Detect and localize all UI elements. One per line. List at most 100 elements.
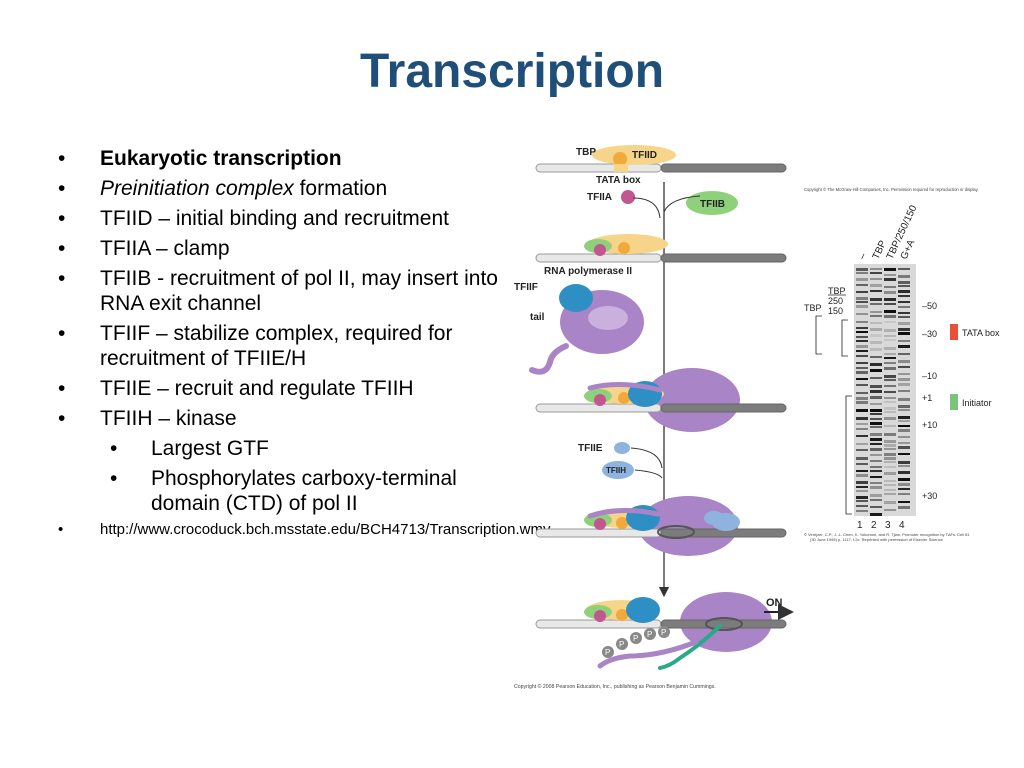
bullet-icon: • — [58, 177, 66, 200]
bullet-text: TFIIH – kinase — [100, 407, 237, 430]
gel-band — [870, 390, 882, 393]
gel-band — [884, 375, 896, 378]
gel-band — [856, 457, 868, 460]
gel-band — [856, 500, 868, 502]
slide-title: Transcription — [359, 45, 665, 98]
pol-ii-shape — [644, 368, 740, 432]
bullet-item: •http://www.crocoduck.bch.msstate.edu/BC… — [58, 521, 550, 538]
gel-band — [870, 448, 882, 451]
bullet-icon: • — [58, 322, 66, 345]
phosphate-icon — [616, 638, 628, 650]
gel-band — [898, 420, 910, 422]
gel-band — [898, 268, 910, 270]
gel-band — [870, 284, 882, 287]
ctd-tail — [587, 507, 661, 519]
bullet-item: •TFIIB - recruitment of pol II, may inse… — [58, 266, 510, 316]
marker-label: +1 — [922, 393, 932, 403]
gel-band — [856, 327, 868, 329]
phosphate-label: P — [647, 630, 652, 639]
gel-band — [884, 407, 896, 410]
gel-band — [870, 413, 882, 415]
gel-band — [856, 367, 868, 369]
gel-band — [898, 345, 910, 348]
gel-band — [870, 506, 882, 508]
gel-band — [856, 505, 868, 507]
gel-band — [856, 350, 868, 352]
phosphate-icon — [644, 628, 656, 640]
gel-band — [898, 506, 910, 509]
gel-band — [898, 366, 910, 368]
legend-tbp-stack: TBP — [828, 286, 846, 296]
video-link[interactable]: http://www.crocoduck.bch.msstate.edu/BCH… — [100, 521, 551, 538]
gel-band — [870, 268, 882, 270]
tbp-label: TBP — [576, 147, 596, 158]
gel-band — [884, 480, 896, 482]
gel-band — [884, 339, 896, 341]
gel-band — [856, 301, 868, 303]
dna-bubble — [657, 525, 695, 539]
stage-4: TFIIE TFIIH — [578, 442, 663, 479]
gel-band — [884, 444, 896, 447]
gel-band — [856, 378, 868, 380]
gel-band — [898, 378, 910, 381]
merge-arrow — [632, 195, 701, 219]
gel-band — [884, 362, 896, 364]
gel-band — [870, 482, 882, 484]
gel-band — [870, 438, 882, 441]
stage-1: TBP TFIID TATA box TFIIA TFIIB — [535, 145, 787, 219]
ctd-tail — [529, 343, 569, 375]
gel-band — [898, 285, 910, 287]
tbp-shape — [618, 392, 630, 404]
gel-band — [884, 509, 896, 511]
dna-strand — [660, 253, 787, 263]
gel-band — [856, 490, 868, 492]
gel-band — [856, 474, 868, 477]
marker-label: –30 — [922, 329, 937, 339]
gel-band — [884, 417, 896, 420]
gel-band — [898, 405, 910, 408]
gel-band — [870, 348, 882, 351]
gel-band — [884, 291, 896, 294]
bullet-icon: • — [58, 407, 66, 430]
tfiih-shape — [602, 461, 634, 479]
on-label: ON — [766, 597, 783, 609]
lane-number: 2 — [871, 520, 877, 531]
bullet-text: TFIIA – clamp — [100, 237, 230, 260]
gel-band — [898, 488, 910, 490]
gel-band — [856, 291, 868, 293]
gel-band — [856, 397, 868, 400]
tfiie-label: TFIIE — [578, 443, 603, 454]
gel-band — [884, 357, 896, 359]
gel-band — [898, 295, 910, 297]
bullet-text: Eukaryotic transcription — [100, 147, 342, 170]
gel-band — [884, 315, 896, 318]
gel-band — [870, 311, 882, 313]
bullet-icon: • — [58, 267, 66, 290]
gel-band — [898, 328, 910, 331]
gel-band — [856, 409, 868, 412]
gel-band — [870, 494, 882, 497]
stage-2: RNA polymerase II TFIIF tail — [514, 234, 787, 375]
bullet-item: •TFIID – initial binding and recruitment — [58, 206, 510, 231]
gel-band — [856, 486, 868, 488]
gel-band — [898, 461, 910, 464]
gel-band — [884, 329, 896, 332]
gel-band — [870, 418, 882, 420]
gel-band — [898, 301, 910, 303]
gel-band — [870, 426, 882, 428]
marker-label: –50 — [922, 301, 937, 311]
tfiia-shape — [594, 244, 606, 256]
gel-band — [870, 363, 882, 366]
bullet-item: • TFIIH – kinase — [58, 406, 510, 431]
gel-band — [884, 461, 896, 463]
gel-band — [856, 345, 868, 348]
phosphate-icon — [602, 646, 614, 658]
pic-assembly-diagram: TBP TFIID TATA box TFIIA TFIIB RNA polym… — [514, 145, 794, 690]
gel-band — [870, 486, 882, 489]
gel-band — [898, 360, 910, 363]
lane-header: – — [857, 251, 870, 261]
bullet-italic-text: Preinitiation complex — [100, 177, 294, 200]
gel-band — [870, 466, 882, 468]
gel-band — [884, 321, 896, 323]
gel-band — [870, 369, 882, 372]
